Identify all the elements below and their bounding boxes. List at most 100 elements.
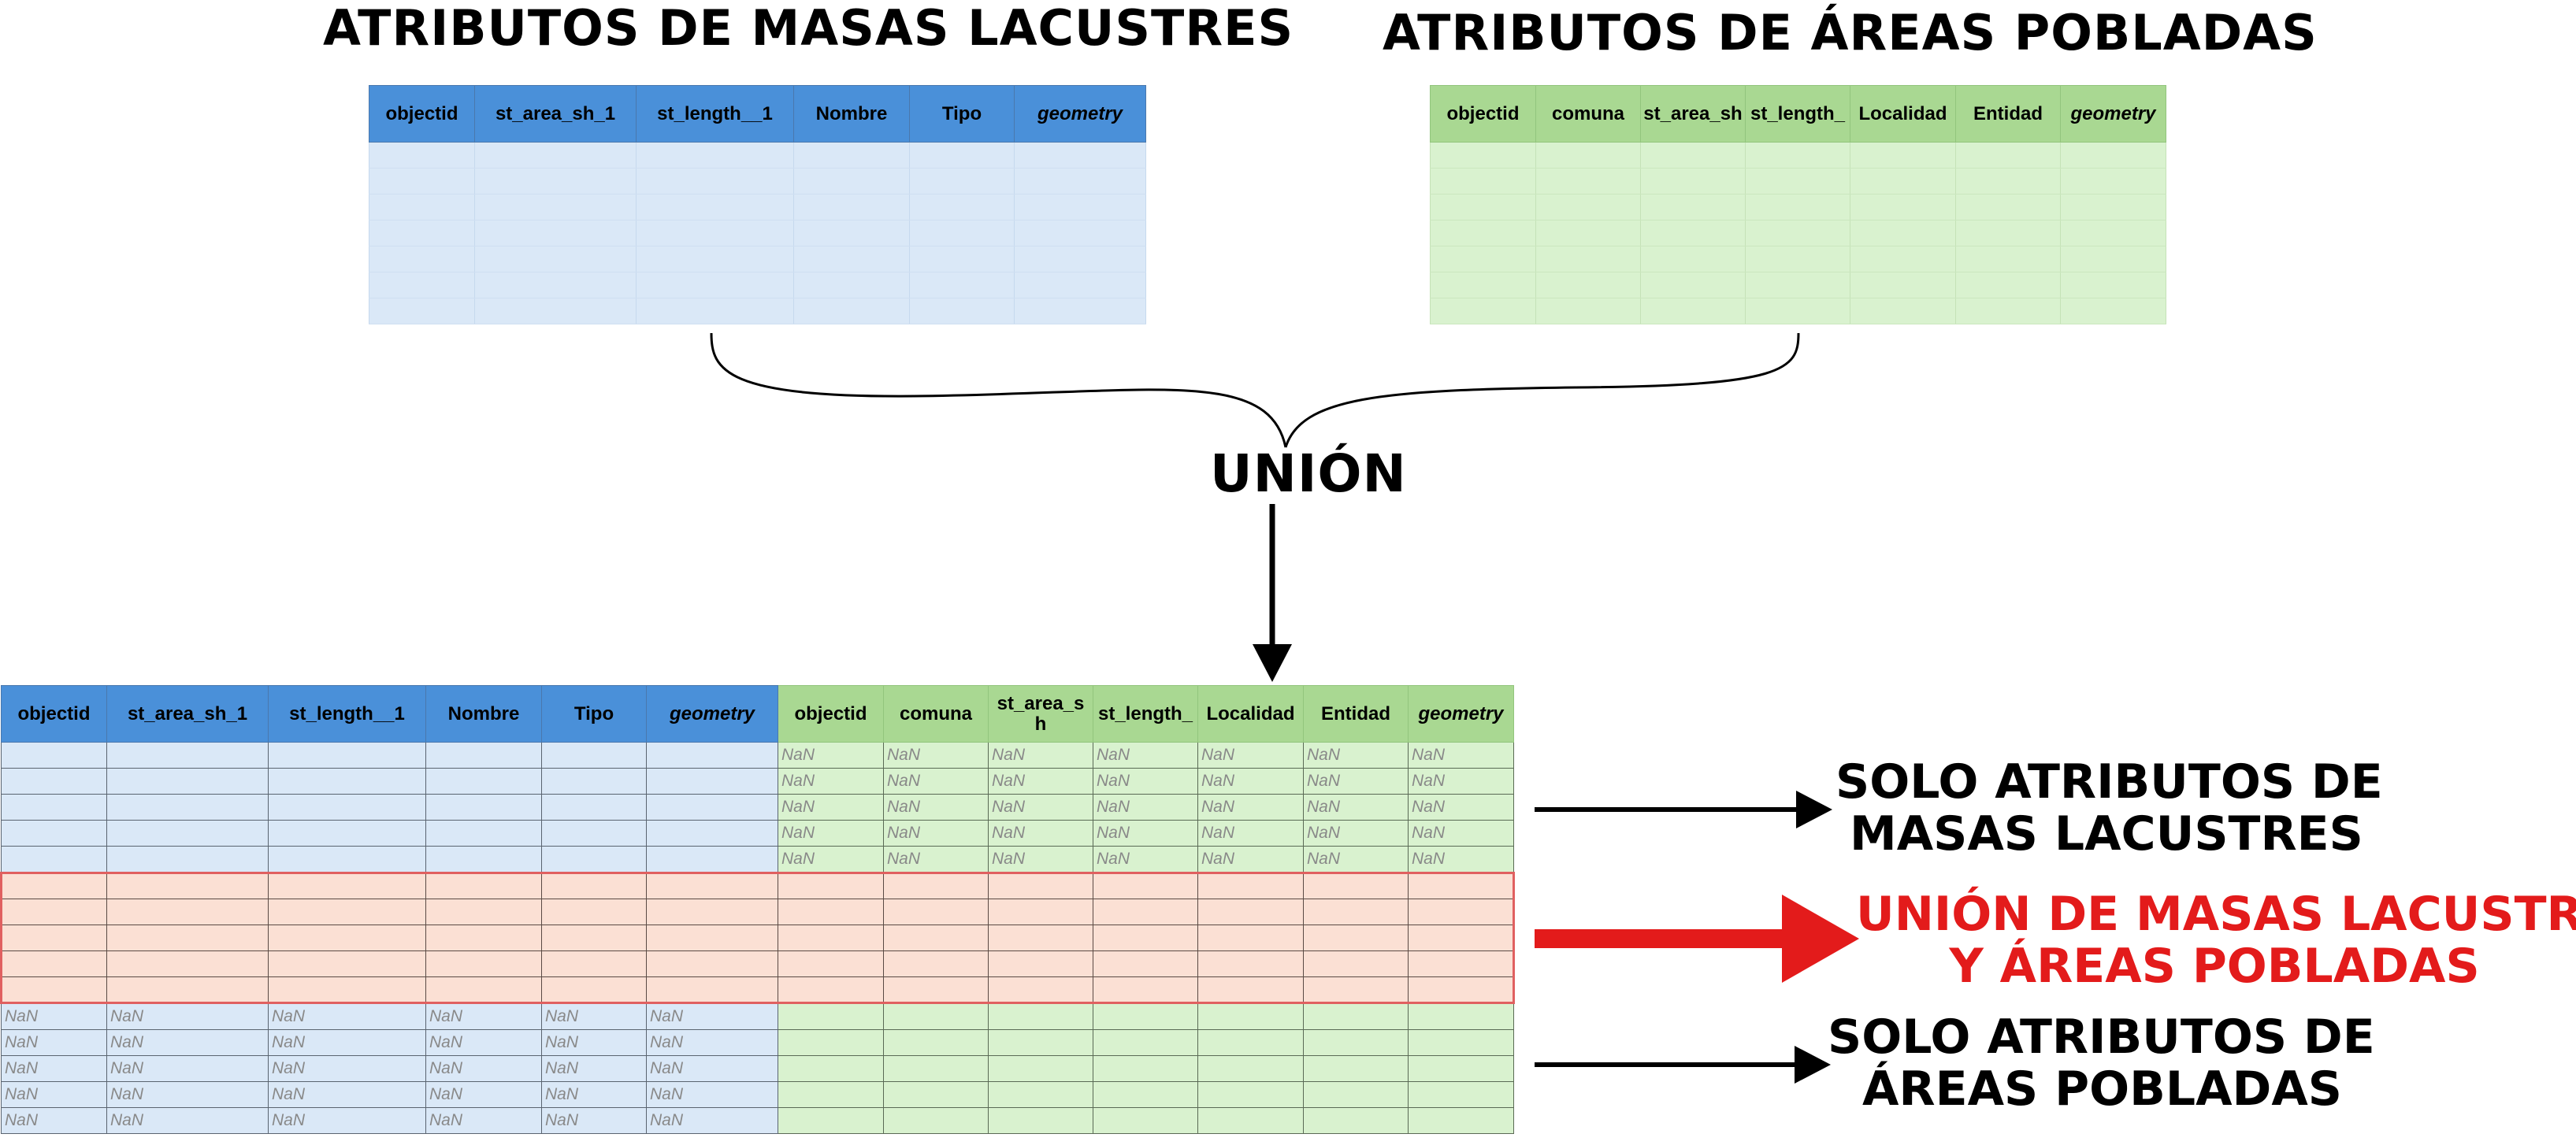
brace-left-curve bbox=[710, 332, 1287, 448]
table-cell bbox=[988, 899, 1093, 925]
nan-cell: NaN bbox=[883, 794, 989, 821]
col-header-st-area-sh-1: st_area_sh_1 bbox=[474, 85, 637, 143]
col-header-entidad: Entidad bbox=[1303, 685, 1409, 743]
table-row bbox=[1430, 246, 2166, 272]
table-cell bbox=[909, 298, 1015, 324]
table-cell bbox=[268, 872, 426, 899]
table-cell bbox=[1303, 950, 1409, 977]
table-cell bbox=[1535, 194, 1641, 220]
label-solo-pobladas: SOLO ATRIBUTOS DE ÁREAS POBLADAS bbox=[1828, 1011, 2375, 1115]
table-cell bbox=[1850, 220, 1956, 246]
table-cell bbox=[1745, 142, 1850, 169]
table-cell bbox=[1093, 872, 1198, 899]
table-cell bbox=[2060, 220, 2166, 246]
nan-cell: NaN bbox=[268, 1107, 426, 1134]
table-cell bbox=[646, 742, 778, 769]
table-cell bbox=[268, 976, 426, 1004]
nan-cell: NaN bbox=[778, 794, 884, 821]
table-cell bbox=[883, 872, 989, 899]
arrow-solo-lacustres-head bbox=[1796, 791, 1832, 828]
table-cell bbox=[541, 794, 647, 821]
nan-cell: NaN bbox=[1408, 794, 1514, 821]
table-cell bbox=[1640, 220, 1746, 246]
table-cell bbox=[1408, 1002, 1514, 1030]
table-cell bbox=[474, 142, 637, 169]
table-cell bbox=[268, 794, 426, 821]
nan-cell: NaN bbox=[106, 1081, 269, 1108]
table-cell bbox=[1408, 950, 1515, 977]
table-cell bbox=[425, 976, 542, 1004]
table-cell bbox=[369, 142, 475, 169]
col-header-objectid: objectid bbox=[1430, 85, 1536, 143]
table-cell bbox=[1850, 246, 1956, 272]
table-cell bbox=[883, 976, 989, 1004]
table-row bbox=[369, 142, 1146, 169]
nan-cell: NaN bbox=[541, 1029, 647, 1056]
table-cell bbox=[369, 194, 475, 220]
table-cell bbox=[541, 899, 647, 925]
table-cell bbox=[1014, 194, 1146, 220]
arrow-union-head bbox=[1782, 895, 1859, 983]
table-cell bbox=[425, 899, 542, 925]
nan-cell: NaN bbox=[268, 1029, 426, 1056]
table-cell bbox=[1014, 168, 1146, 195]
table-cell bbox=[1640, 298, 1746, 324]
table-cell bbox=[636, 142, 794, 169]
table-cell bbox=[106, 925, 269, 951]
table-cell bbox=[1430, 246, 1536, 272]
table-row bbox=[369, 194, 1146, 220]
table-cell bbox=[636, 194, 794, 220]
table-cell bbox=[1850, 142, 1956, 169]
nan-cell: NaN bbox=[1303, 742, 1409, 769]
table-cell bbox=[474, 168, 637, 195]
table-cell bbox=[474, 298, 637, 324]
col-header-localidad: Localidad bbox=[1197, 685, 1304, 743]
table-cell bbox=[793, 168, 910, 195]
table-cell bbox=[1640, 246, 1746, 272]
nan-cell: NaN bbox=[1197, 846, 1304, 873]
nan-cell: NaN bbox=[883, 846, 989, 873]
nan-cell: NaN bbox=[1303, 768, 1409, 795]
nan-cell: NaN bbox=[1093, 768, 1198, 795]
row-union bbox=[0, 899, 1515, 925]
table-cell bbox=[541, 872, 647, 899]
nan-cell: NaN bbox=[1093, 846, 1198, 873]
table-cell bbox=[1955, 168, 2061, 195]
table-cell bbox=[1640, 142, 1746, 169]
nan-cell: NaN bbox=[1, 1081, 107, 1108]
table-cell bbox=[778, 950, 884, 977]
table-cell bbox=[1408, 899, 1515, 925]
table-cell bbox=[1408, 925, 1515, 951]
nan-cell: NaN bbox=[988, 742, 1093, 769]
nan-cell: NaN bbox=[778, 742, 884, 769]
table-cell bbox=[1430, 168, 1536, 195]
table-cell bbox=[106, 872, 269, 899]
table-cell bbox=[1, 820, 107, 847]
row-union bbox=[0, 925, 1515, 951]
table-cell bbox=[778, 925, 884, 951]
nan-cell: NaN bbox=[425, 1029, 542, 1056]
table-cell bbox=[646, 820, 778, 847]
label-union-line2: Y ÁREAS POBLADAS bbox=[1949, 939, 2480, 994]
table-cell bbox=[1850, 298, 1956, 324]
table-cell bbox=[2060, 272, 2166, 298]
table-cell bbox=[1093, 950, 1198, 977]
table-row bbox=[369, 220, 1146, 246]
nan-cell: NaN bbox=[1303, 820, 1409, 847]
label-solo-lacustres-line1: SOLO ATRIBUTOS DE bbox=[1835, 754, 2383, 810]
table-cell bbox=[646, 846, 778, 873]
table-cell bbox=[778, 1107, 884, 1134]
nan-cell: NaN bbox=[646, 1029, 778, 1056]
table-cell bbox=[988, 1081, 1093, 1108]
row-union bbox=[0, 976, 1515, 1004]
label-solo-pobladas-line2: ÁREAS POBLADAS bbox=[1862, 1062, 2342, 1117]
table-cell bbox=[1955, 220, 2061, 246]
table-cell bbox=[1955, 298, 2061, 324]
nan-cell: NaN bbox=[268, 1002, 426, 1030]
table-cell bbox=[1535, 246, 1641, 272]
nan-cell: NaN bbox=[1, 1029, 107, 1056]
table-cell bbox=[793, 194, 910, 220]
